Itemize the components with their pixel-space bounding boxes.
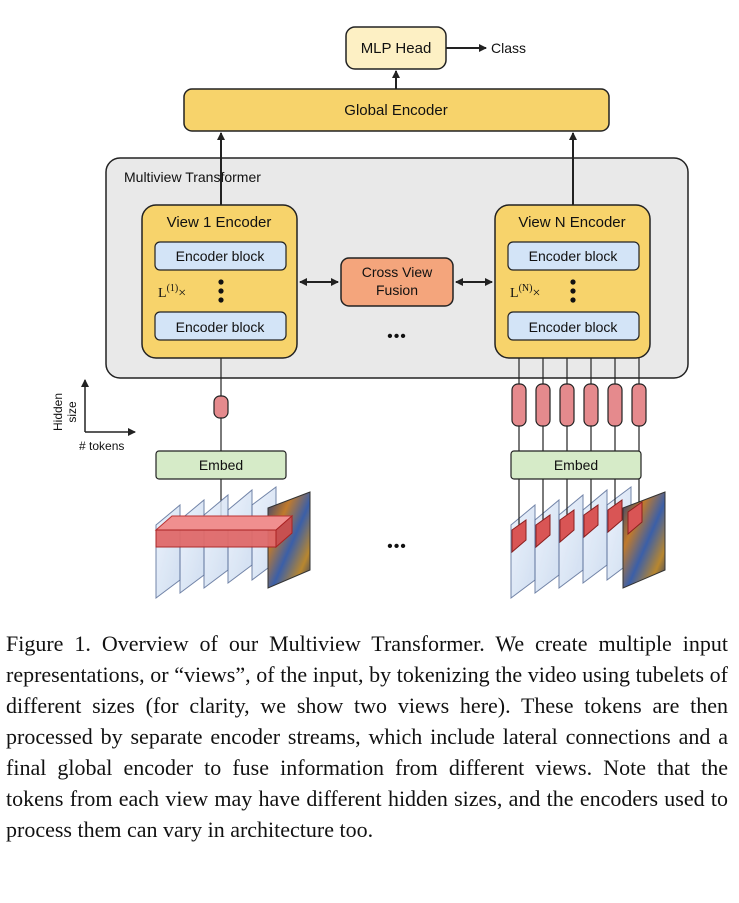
- axis-y-label-line1: Hidden: [51, 393, 65, 431]
- view1-encoder-label: View 1 Encoder: [167, 214, 272, 231]
- view1-encoder-block-top-label: Encoder block: [176, 248, 266, 264]
- multiview-transformer-label: Multiview Transformer: [124, 169, 261, 185]
- cross-view-fusion-box: [340, 257, 454, 307]
- viewN-tubelet: [535, 514, 551, 549]
- video-frames-view1: [154, 479, 311, 599]
- view1-tubelet-front: [155, 529, 277, 548]
- viewN-token: [535, 383, 551, 427]
- axis-y-label-line2: size: [65, 401, 79, 423]
- views-ellipsis-bottom: •••: [387, 538, 407, 555]
- viewN-token: [511, 383, 527, 427]
- class-label: Class: [491, 40, 526, 56]
- viewN-encoder-block-top: [507, 241, 640, 271]
- viewN-tubelet: [559, 509, 575, 544]
- axis-x-label: # tokens: [79, 439, 124, 453]
- viewN-repeat-label: L(N)×: [510, 283, 540, 301]
- figure-caption: Figure 1. Overview of our Multiview Tran…: [6, 631, 728, 842]
- viewN-encoder-block-bottom-label: Encoder block: [529, 319, 619, 335]
- viewN-token: [559, 383, 575, 427]
- viewN-encoder-block-bottom: [507, 311, 640, 341]
- mlp-head-label: MLP Head: [361, 40, 432, 57]
- views-ellipsis-middle: •••: [387, 328, 407, 345]
- view1-encoder-block-top: [154, 241, 287, 271]
- embed-label-view1: Embed: [199, 457, 243, 473]
- viewN-encoder-block-top-label: Encoder block: [529, 248, 619, 264]
- viewN-tubelet: [627, 501, 643, 536]
- view1-encoder-block-bottom: [154, 311, 287, 341]
- viewN-token: [631, 383, 647, 427]
- cross-view-fusion-label-line1: Cross View: [362, 264, 433, 280]
- view1-repeat-label: L(1)×: [158, 283, 186, 301]
- global-encoder-box: [183, 88, 610, 132]
- embed-box-viewN: [510, 450, 642, 480]
- viewN-token: [607, 383, 623, 427]
- viewN-tokens: [511, 358, 647, 452]
- video-frames-viewN: [510, 479, 666, 599]
- viewN-token: [583, 383, 599, 427]
- viewN-encoder-label: View N Encoder: [518, 214, 625, 231]
- embed-label-viewN: Embed: [554, 457, 598, 473]
- cross-view-fusion-label-line2: Fusion: [376, 282, 418, 298]
- view1-tubelet: [154, 515, 294, 531]
- viewN-tubelet: [607, 499, 623, 534]
- viewN-vertical-dots: [570, 279, 576, 303]
- viewN-tubelet: [583, 504, 599, 539]
- global-encoder-label: Global Encoder: [344, 102, 447, 119]
- viewN-tubelet: [511, 519, 527, 554]
- multiview-transformer-diagram: MLP Head Class Global Encoder Multiview …: [51, 26, 689, 599]
- view1-encoder-block-bottom-label: Encoder block: [176, 319, 266, 335]
- view1-token: [213, 395, 229, 419]
- view1-vertical-dots: [218, 279, 224, 303]
